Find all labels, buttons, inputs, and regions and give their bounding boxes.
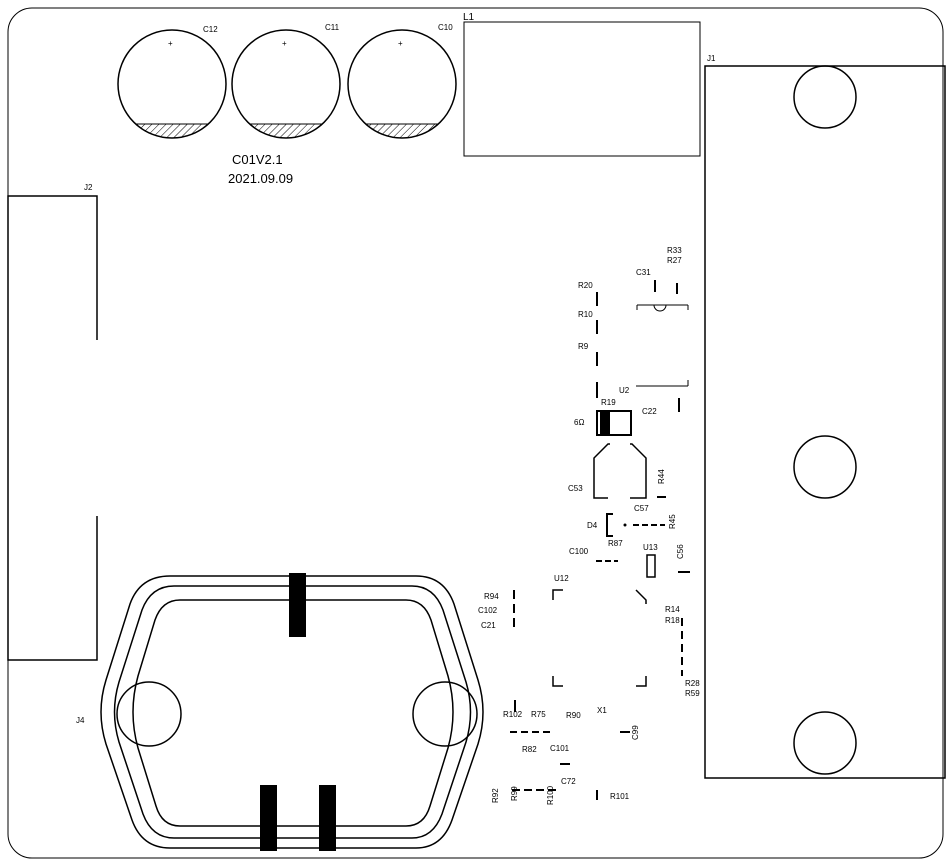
label-c101: C101	[550, 744, 570, 753]
label-c100: C100	[569, 547, 589, 556]
ic-u13	[646, 554, 656, 578]
label-r9: R9	[578, 342, 589, 351]
label-r18: R18	[665, 616, 680, 625]
label-r94: R94	[484, 592, 499, 601]
label-u12: U12	[554, 574, 569, 583]
label-r10: R10	[578, 310, 593, 319]
component-marks	[510, 280, 690, 800]
label-r100: R100	[546, 785, 555, 805]
label-r92: R92	[491, 788, 500, 803]
label-r20: R20	[578, 281, 593, 290]
label-r99: R99	[510, 786, 519, 801]
label-c31: C31	[636, 268, 651, 277]
label-c22: C22	[642, 407, 657, 416]
label-l1: L1	[463, 12, 475, 23]
label-r19: R19	[601, 398, 616, 407]
label-c10: C10	[438, 23, 453, 32]
label-c102: C102	[478, 606, 498, 615]
label-c53: C53	[568, 484, 583, 493]
d4-dot	[623, 523, 627, 527]
capacitor-c11: + C11	[231, 23, 341, 139]
capacitor-c12: + C12	[117, 25, 227, 139]
label-d4: D4	[587, 521, 598, 530]
c31-notch	[653, 304, 667, 312]
label-r82: R82	[522, 745, 537, 754]
c10-polarity-mark: +	[398, 39, 403, 48]
capacitor-c10: + C10	[347, 23, 457, 139]
label-r101: R101	[610, 792, 630, 801]
label-r87: R87	[608, 539, 623, 548]
component-6ohm	[596, 410, 632, 436]
label-x1: X1	[597, 706, 607, 715]
label-u13: U13	[643, 543, 658, 552]
capacitor-c53	[593, 443, 610, 499]
label-c56: C56	[676, 544, 685, 559]
label-j1: J1	[707, 54, 716, 63]
label-r75: R75	[531, 710, 546, 719]
label-r33: R33	[667, 246, 682, 255]
label-j4: J4	[76, 716, 85, 725]
label-c57: C57	[634, 504, 649, 513]
label-r27: R27	[667, 256, 682, 265]
label-r102: R102	[503, 710, 523, 719]
c12-polarity-mark: +	[168, 39, 173, 48]
connector-j2: J2	[7, 183, 98, 661]
label-r90: R90	[566, 711, 581, 720]
label-r28: R28	[685, 679, 700, 688]
label-6ohm: 6Ω	[574, 418, 584, 427]
label-c21: C21	[481, 621, 496, 630]
label-c99: C99	[631, 725, 640, 740]
connector-j1: J1	[704, 54, 946, 779]
label-r45: R45	[668, 514, 677, 529]
connector-j4: J4	[76, 573, 484, 851]
label-j2: J2	[84, 183, 93, 192]
diode-d4	[606, 513, 613, 537]
label-c12: C12	[203, 25, 218, 34]
board-date-text: 2021.09.09	[228, 171, 293, 186]
inductor-l1: L1	[463, 12, 701, 157]
label-c72: C72	[561, 777, 576, 786]
c11-polarity-mark: +	[282, 39, 287, 48]
board-outline	[7, 7, 944, 859]
capacitor-c53-right	[630, 443, 647, 499]
ic-u12	[552, 589, 647, 687]
label-r14: R14	[665, 605, 680, 614]
label-r44: R44	[657, 469, 666, 484]
label-u2: U2	[619, 386, 630, 395]
label-r59: R59	[685, 689, 700, 698]
board-version-text: C01V2.1	[232, 152, 283, 167]
label-c11: C11	[325, 23, 340, 32]
